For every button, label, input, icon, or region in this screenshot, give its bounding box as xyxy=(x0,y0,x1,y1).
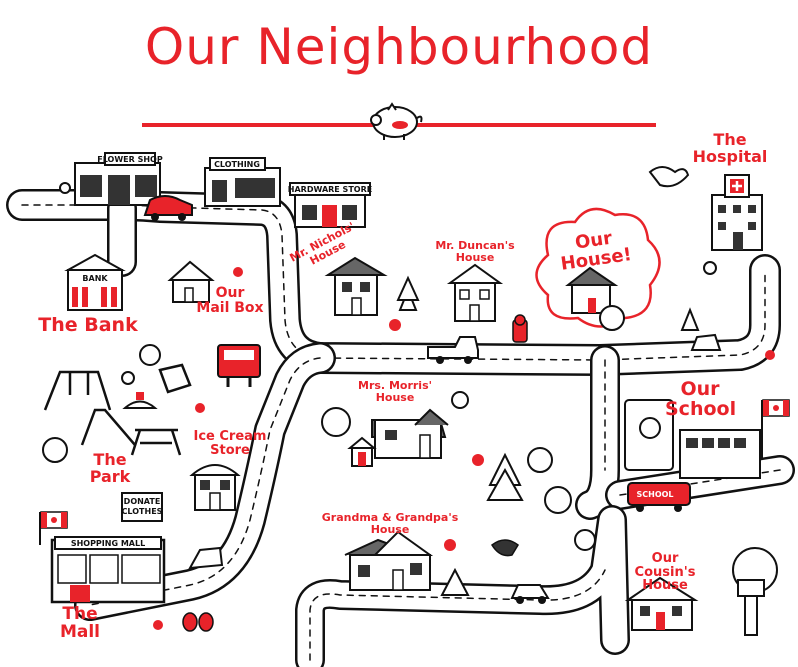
car-bottom xyxy=(510,584,550,604)
ice-cream-store xyxy=(189,464,241,511)
label-morris: Mrs. Morris' House xyxy=(358,379,432,404)
label-park: The Park xyxy=(89,450,131,486)
hardware-sign: HARDWARE STORE xyxy=(288,185,372,194)
label-hospital: The Hospital xyxy=(692,130,768,166)
clothing-store-building: CLOTHING xyxy=(204,157,281,207)
label-duncan: Mr. Duncan's House xyxy=(435,239,515,264)
donate-clothes-box: DONATE CLOTHES xyxy=(121,492,163,522)
label-grandma: Grandma & Grandpa's House xyxy=(321,511,459,536)
trees xyxy=(42,275,700,596)
pickup-truck xyxy=(427,336,479,364)
hospital-building xyxy=(711,174,763,251)
canada-flag-school xyxy=(761,399,790,458)
bird-icon-top-right xyxy=(648,166,690,188)
bus-sign: SCHOOL xyxy=(636,490,673,499)
swing-set-icon xyxy=(43,370,112,411)
clothing-sign: CLOTHING xyxy=(214,160,260,169)
label-cousin: Our Cousin's House xyxy=(634,551,696,594)
car-left-road xyxy=(188,546,224,570)
sandbox-icon xyxy=(122,392,158,409)
bank-sign: BANK xyxy=(82,274,108,283)
school-bus: SCHOOL xyxy=(627,482,691,512)
picnic-table-icon xyxy=(130,428,182,456)
shopping-mall-sign: SHOPPING MALL xyxy=(71,539,145,548)
canada-flag-mall xyxy=(39,511,68,545)
red-small-house xyxy=(347,436,377,467)
mr-nichols-house xyxy=(324,256,388,316)
flower-shop-building: FLOWER SHOP xyxy=(59,152,163,206)
bank-building: BANK xyxy=(64,253,126,311)
car-right-road xyxy=(690,333,722,351)
bird-icon-bottom xyxy=(491,539,519,557)
tree-house xyxy=(732,547,778,636)
flower-shop-sign: FLOWER SHOP xyxy=(97,155,163,164)
butterfly-icon xyxy=(182,612,214,632)
label-bank: The Bank xyxy=(38,314,138,336)
label-mall: The Mall xyxy=(59,604,101,642)
grandma-grandpa-house xyxy=(344,530,434,591)
hardware-store-building: HARDWARE STORE xyxy=(288,182,372,228)
mailbox-icon xyxy=(217,344,261,387)
donate-sign-line2: CLOTHES xyxy=(122,507,163,516)
mrs-morris-house xyxy=(371,408,449,459)
flowers xyxy=(121,261,775,630)
small-house-top-left xyxy=(167,260,215,303)
fire-hydrant-icon xyxy=(512,314,528,343)
school-building xyxy=(624,399,761,479)
bench-icon xyxy=(158,363,192,394)
red-car-top xyxy=(143,195,193,221)
label-mailbox: Our Mail Box xyxy=(196,285,264,316)
cousin-house xyxy=(624,576,699,631)
shopping-mall-building: SHOPPING MALL xyxy=(50,536,166,604)
mr-duncan-house xyxy=(446,263,504,322)
label-ice-cream: Ice Cream Store xyxy=(193,429,267,458)
donate-sign-line1: DONATE xyxy=(124,497,161,506)
page-title: Our Neighbourhood xyxy=(144,18,654,76)
label-school: Our School xyxy=(665,378,737,420)
piggy-bank-icon xyxy=(370,102,423,140)
slide-icon xyxy=(80,408,136,446)
